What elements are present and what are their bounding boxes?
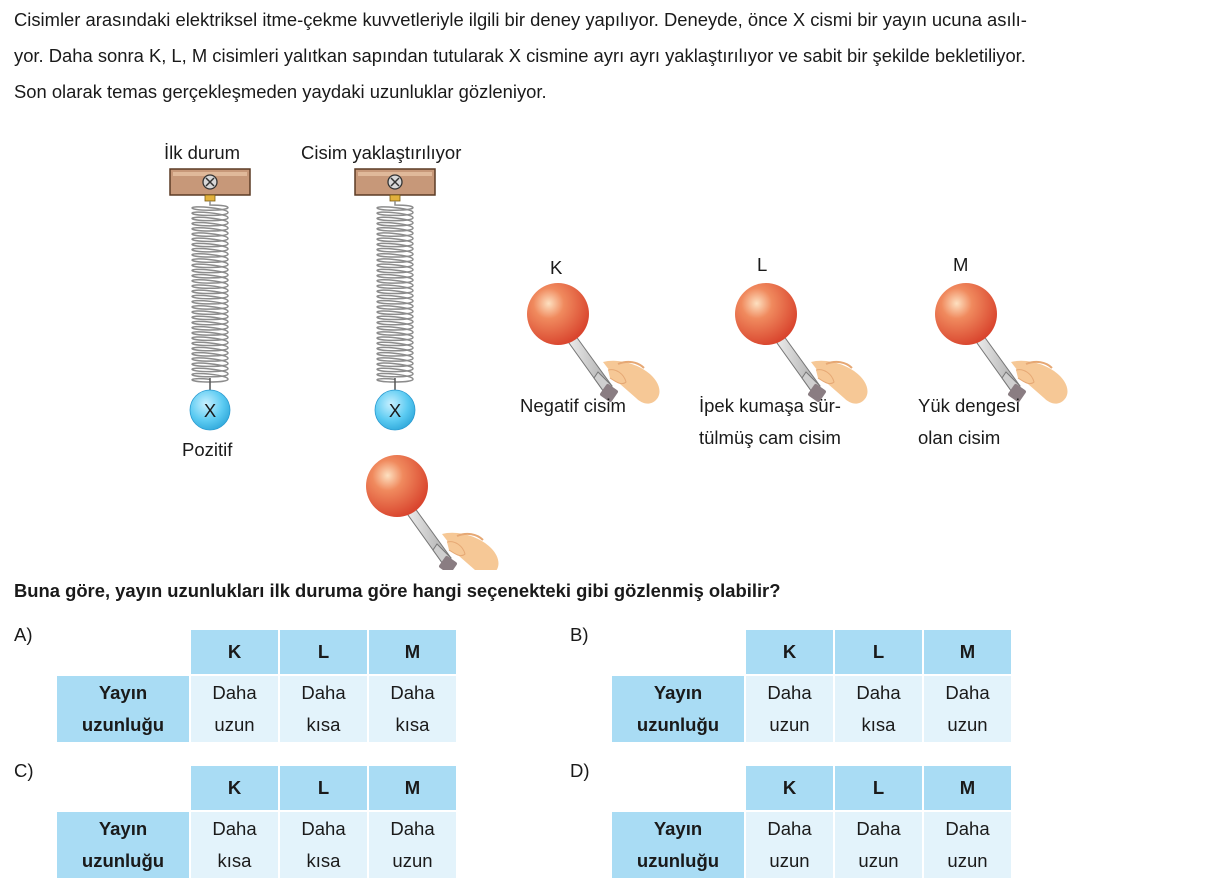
table-blank-corner	[57, 766, 189, 810]
label-approach: Cisim yaklaştırılıyor	[301, 142, 462, 163]
table-blank-corner	[612, 766, 744, 810]
initial-state-setup	[169, 168, 251, 431]
object-k-caption: Negatif cisim	[520, 395, 626, 416]
ball-x-initial-label: X	[204, 400, 216, 421]
cell-k: Daha uzun	[746, 676, 833, 742]
header-k: K	[191, 766, 278, 810]
row-header-spring-length: Yayın uzunluğu	[612, 676, 744, 742]
spring-icon	[376, 201, 414, 383]
row-header-spring-length: Yayın uzunluğu	[57, 812, 189, 878]
option-b-table[interactable]: K L M Yayın uzunluğu Daha uzun Daha kısa…	[612, 630, 1011, 742]
label-initial-state: İlk durum	[164, 142, 241, 163]
cell-l: Daha kısa	[280, 676, 367, 742]
option-d-table[interactable]: K L M Yayın uzunluğu Daha uzun Daha uzun…	[612, 766, 1011, 878]
header-l: L	[835, 630, 922, 674]
header-k: K	[746, 766, 833, 810]
object-m-letter: M	[953, 254, 969, 275]
caption-positive: Pozitif	[182, 439, 233, 460]
intro-line-3: Son olarak temas gerçekleşmeden yaydaki …	[14, 81, 547, 102]
ceiling-holder-icon	[354, 168, 436, 202]
object-l-letter: L	[757, 254, 768, 275]
cell-k: Daha uzun	[746, 812, 833, 878]
row-header-spring-length: Yayın uzunluğu	[57, 676, 189, 742]
spring-icon	[191, 201, 229, 383]
approach-setup	[354, 168, 500, 570]
cell-m: Daha kısa	[369, 676, 456, 742]
header-l: L	[280, 766, 367, 810]
row-header-spring-length: Yayın uzunluğu	[612, 812, 744, 878]
cell-k: Daha kısa	[191, 812, 278, 878]
header-l: L	[280, 630, 367, 674]
option-c-table[interactable]: K L M Yayın uzunluğu Daha kısa Daha kısa…	[57, 766, 456, 878]
ball-x-approach	[374, 389, 416, 431]
header-l: L	[835, 766, 922, 810]
object-m-caption: Yük dengesi olan cisim	[918, 395, 1020, 448]
ball-x-approach-label: X	[389, 400, 401, 421]
ceiling-holder-icon	[169, 168, 251, 202]
cell-l: Daha kısa	[835, 676, 922, 742]
option-d-label[interactable]: D)	[570, 760, 590, 781]
object-l-sphere-icon	[734, 282, 869, 405]
header-m: M	[924, 766, 1011, 810]
cell-m: Daha uzun	[369, 812, 456, 878]
experiment-figure: X X	[169, 168, 1069, 570]
option-a-table[interactable]: K L M Yayın uzunluğu Daha uzun Daha kısa…	[57, 630, 456, 742]
header-m: M	[369, 630, 456, 674]
object-k-letter: K	[550, 257, 563, 278]
hand-held-sphere-icon	[365, 454, 500, 570]
ball-x-initial	[189, 389, 231, 431]
cell-m: Daha uzun	[924, 812, 1011, 878]
header-k: K	[746, 630, 833, 674]
question-intro: Cisimler arasındaki elektriksel itme-çek…	[14, 2, 1204, 110]
question-text: Buna göre, yayın uzunlukları ilk duruma …	[14, 580, 781, 601]
cell-k: Daha uzun	[191, 676, 278, 742]
cell-m: Daha uzun	[924, 676, 1011, 742]
table-blank-corner	[57, 630, 189, 674]
object-k-sphere-icon	[526, 282, 661, 405]
object-m-sphere-icon	[934, 282, 1069, 405]
header-m: M	[924, 630, 1011, 674]
option-a-label[interactable]: A)	[14, 624, 33, 645]
intro-line-2: yor. Daha sonra K, L, M cisimleri yalıtk…	[14, 45, 1026, 66]
cell-l: Daha kısa	[280, 812, 367, 878]
table-blank-corner	[612, 630, 744, 674]
header-k: K	[191, 630, 278, 674]
cell-l: Daha uzun	[835, 812, 922, 878]
object-l-caption: İpek kumaşa sür- tülmüş cam cisim	[699, 395, 841, 448]
intro-line-1: Cisimler arasındaki elektriksel itme-çek…	[14, 9, 1027, 30]
option-c-label[interactable]: C)	[14, 760, 34, 781]
header-m: M	[369, 766, 456, 810]
option-b-label[interactable]: B)	[570, 624, 589, 645]
